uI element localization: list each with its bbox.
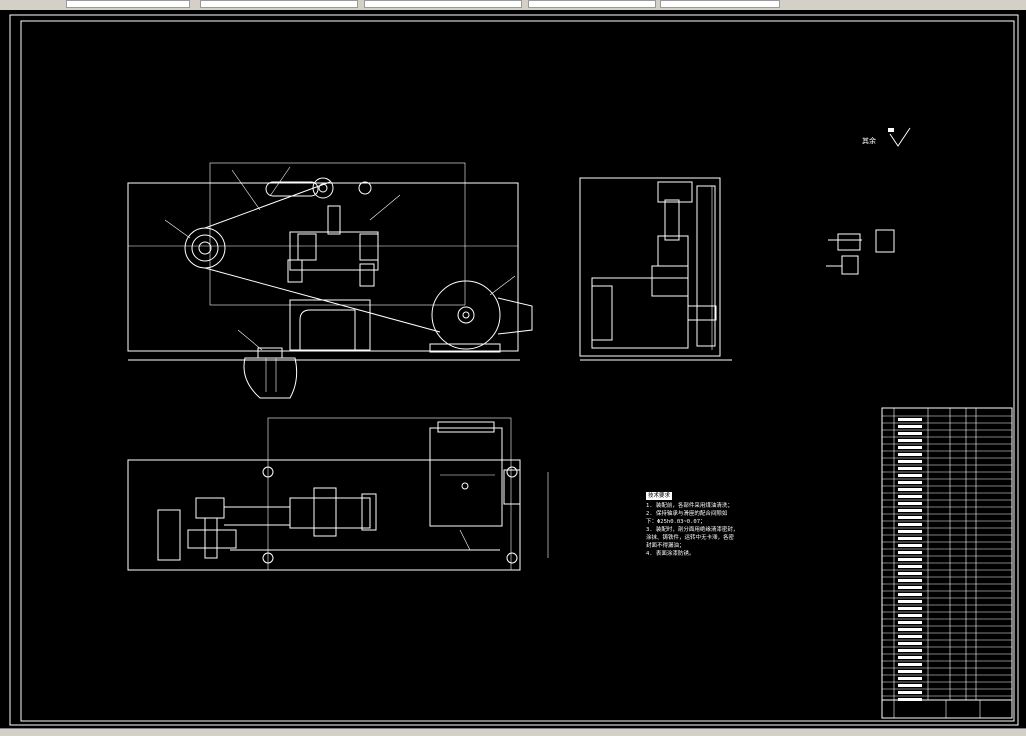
bom-cell-text [898,684,922,687]
bom-cell-text [898,621,922,624]
bom-cell-text [898,460,922,463]
bom-cell-text [898,495,922,498]
bom-cell-text [898,516,922,519]
bom-cell-text [898,635,922,638]
layer-dropdown[interactable] [66,0,190,8]
bom-cell-text [898,600,922,603]
detail-view [826,229,895,275]
bom-cell-text [898,453,922,456]
technical-note-line: 2. 保持轴承与滑座的配合间隙如 [646,511,728,517]
bom-cell-text [898,691,922,694]
technical-note-line: 涂抹、铸铁件，运转中无卡滞，各密 [646,535,735,541]
front-view [127,162,533,399]
bom-cell-text [898,649,922,652]
bom-cell-text [898,614,922,617]
color-dropdown[interactable] [528,0,656,8]
technical-notes: 技术要求 1. 装配前，各部件采用煤油清洗； 2. 保持轴承与滑座的配合间隙如 … [646,492,761,558]
bom-cell-text [898,439,922,442]
status-bar [0,728,1026,736]
bom-cell-text [898,698,922,701]
technical-note-line: 1. 装配前，各部件采用煤油清洗； [646,503,733,509]
outer-border [9,14,1019,726]
technical-note-line: 下：Φ25h0.03~0.07； [646,519,706,525]
bom-cell-text [898,502,922,505]
bom-cell-text [898,530,922,533]
title-block [881,407,1013,719]
bom-cell-text [898,418,922,421]
bom-cell-text [898,565,922,568]
bom-cell-text [898,677,922,680]
bom-cell-text [898,474,922,477]
drawing-canvas[interactable]: 其余 技术要求 1. 装配前，各部件采用煤油清洗； 2. 保持轴承与滑座的配合间… [0,10,1026,728]
bom-cell-text [898,586,922,589]
top-view [127,417,549,571]
bom-cell-text [898,446,922,449]
bom-cell-text [898,663,922,666]
bom-cell-text [898,579,922,582]
bom-cell-text [898,607,922,610]
technical-notes-title: 技术要求 [646,492,673,500]
bom-cell-text [898,544,922,547]
bom-cell-text [898,432,922,435]
bom-cell-text [898,558,922,561]
technical-note-line: 3. 装配时，剖分面用绝缘清漆密封， [646,527,739,533]
bom-cell-text [898,656,922,659]
plotstyle-dropdown[interactable] [660,0,780,8]
bom-cell-text [898,551,922,554]
bom-cell-text [898,642,922,645]
roughness-label: 其余 [862,137,876,145]
inner-border [20,20,1015,722]
bom-cell-text [898,572,922,575]
bom-cell-text [898,670,922,673]
cad-drawing [9,14,1019,726]
roughness-mark [888,128,894,132]
bom-cell-text [898,628,922,631]
bom-cell-text [898,593,922,596]
technical-note-line: 4. 表面涂漆防锈。 [646,551,695,557]
side-view [579,177,732,361]
roughness-symbol [889,127,911,147]
bom-cell-text [898,467,922,470]
bom-cell-text [898,481,922,484]
bom-cell-text [898,509,922,512]
bom-cell-text [898,488,922,491]
technical-note-line: 封面不得漏油； [646,543,685,549]
lineweight-dropdown[interactable] [364,0,522,8]
bom-cell-text [898,425,922,428]
linetype-dropdown[interactable] [200,0,358,8]
bom-cell-text [898,537,922,540]
bom-cell-text [898,523,922,526]
